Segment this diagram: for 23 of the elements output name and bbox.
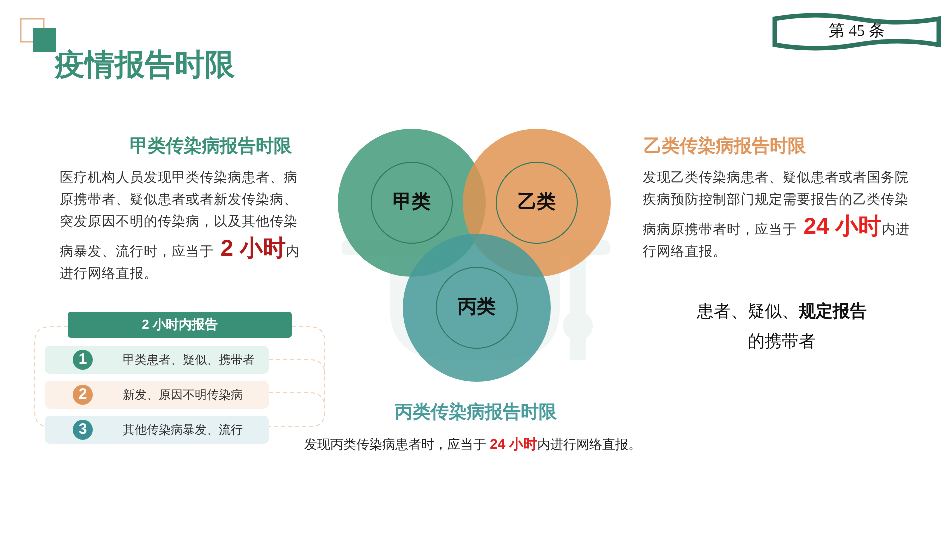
row-text: 新发、原因不明传染病 <box>123 387 243 403</box>
section-heading: 甲类传染病报告时限 <box>130 135 292 158</box>
paragraph: 医疗机构人员发现甲类传染病患者、病原携带者、疑似患者或者新发传染病、突发原因不明的传染病，以及其他传染病暴发、流行时，应当于 2 小时内进行网络直报。 <box>60 169 301 283</box>
number-badge: 1 <box>73 350 93 370</box>
circle-label: 丙类 <box>458 296 496 320</box>
slide-title: 疫情报告时限 <box>55 48 235 84</box>
header-band: 2 小时内报告 <box>68 312 292 338</box>
circle-label: 乙类 <box>518 191 556 215</box>
row-text: 其他传染病暴发、流行 <box>123 422 243 438</box>
number-badge: 2 <box>73 385 93 405</box>
number-badge: 3 <box>73 420 93 440</box>
circle-label: 甲类 <box>393 191 431 215</box>
list-row <box>45 346 269 374</box>
paragraph: 发现丙类传染病患者时，应当于 24 小时内进行网络直报。 <box>304 435 642 454</box>
paragraph: 发现乙类传染病患者、疑似患者或者国务院疾病预防控制部门规定需要报告的乙类传染病病原携带者时，应当于 24 小时内进行网络直报。 <box>643 169 911 261</box>
row-text: 甲类患者、疑似、携带者 <box>123 352 255 368</box>
list-row <box>45 416 269 444</box>
note-text: 患者、疑似、规定报告的携带者 <box>696 301 868 353</box>
banner-text: 第 45 条 <box>829 22 885 42</box>
section-heading: 丙类传染病报告时限 <box>395 401 557 424</box>
section-heading: 乙类传染病报告时限 <box>644 135 806 158</box>
list-row <box>45 381 269 409</box>
wavy-banner <box>772 12 942 52</box>
